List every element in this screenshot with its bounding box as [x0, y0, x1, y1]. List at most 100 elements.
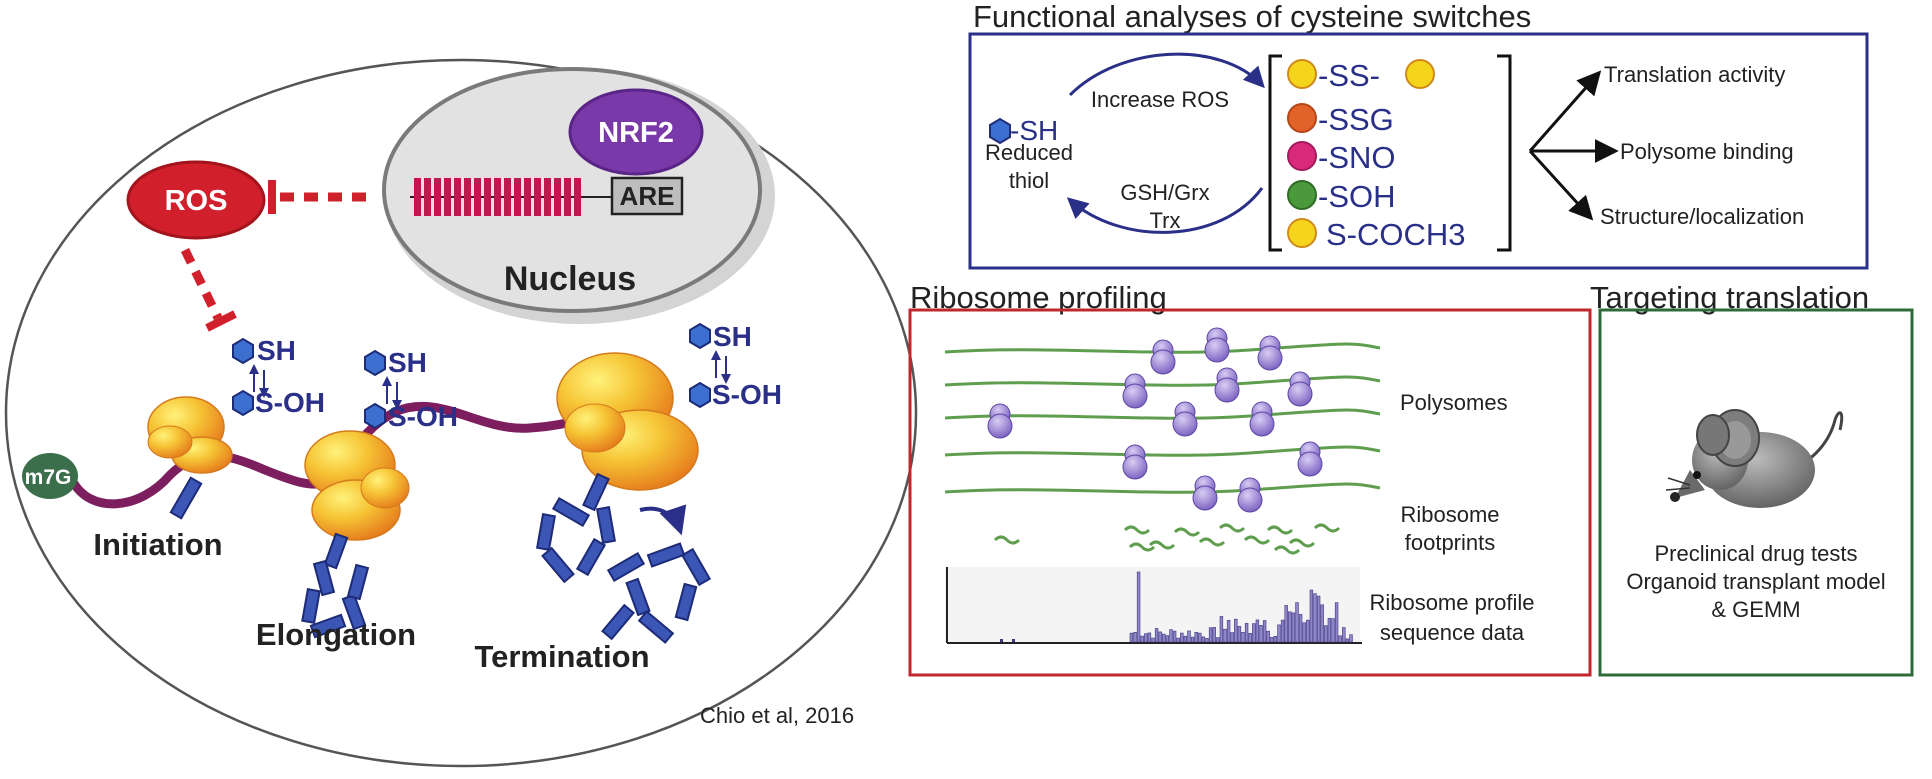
mod-label: -SS-	[1318, 58, 1380, 93]
nrf2-oval	[568, 88, 704, 176]
profile-bar	[1270, 637, 1274, 643]
soh-label: S-OH	[255, 387, 325, 418]
profile-bar	[1338, 635, 1342, 643]
profile-bar	[1295, 602, 1299, 643]
modification-list: -SS- -SSG -SNO -SOH S-COCH3	[1287, 58, 1466, 252]
thiol-hexagon	[989, 117, 1011, 145]
profile-bar	[1241, 631, 1245, 643]
profile-bar	[1194, 631, 1198, 643]
increase-ros-label: Increase ROS	[1091, 87, 1229, 112]
functional-panel: Functional analyses of cysteine switches…	[968, 0, 1869, 270]
profile-bar	[1255, 619, 1260, 643]
profile-bar	[1183, 635, 1188, 643]
outcome-arrow	[1528, 149, 1594, 221]
thiol-sh: -SH	[1010, 115, 1058, 146]
profile-bar	[1154, 628, 1159, 643]
profile-bar	[1129, 632, 1134, 643]
nucleus-label: Nucleus	[504, 260, 636, 298]
mod-label: -SNO	[1318, 140, 1396, 175]
profile-bar	[1277, 624, 1281, 643]
profile-bars	[1000, 571, 1353, 643]
profile-bar	[1158, 631, 1162, 643]
footprints-line2: footprints	[1405, 530, 1496, 555]
mod-label: -SSG	[1318, 102, 1394, 137]
reduction-arrow	[1066, 187, 1264, 234]
profile-bar	[1000, 639, 1003, 642]
functional-title: Functional analyses of cysteine switches	[973, 0, 1531, 34]
profile-bar	[1331, 618, 1335, 643]
profile-bar	[1306, 619, 1310, 643]
increase-ros-arrow	[1068, 52, 1265, 97]
targeting-panel: Targeting translation Preclinical drug t…	[1590, 280, 1914, 677]
profile-bar	[1309, 589, 1314, 643]
mouse-icon	[1665, 409, 1844, 508]
targeting-line1: Preclinical drug tests	[1655, 541, 1858, 566]
reduced-line2: thiol	[1009, 168, 1049, 193]
right-bracket	[1497, 54, 1512, 252]
profile-bar	[1147, 632, 1152, 643]
profile-bar	[1230, 632, 1234, 643]
ribosome-profiling-panel: Ribosome profiling Polysomes	[908, 280, 1592, 677]
footprints-line1: Ribosome	[1400, 502, 1499, 527]
profile-bar	[1327, 618, 1332, 643]
profile-line2: sequence data	[1380, 620, 1525, 645]
outcome-arrow	[1528, 70, 1602, 152]
profile-bar	[1313, 593, 1317, 643]
profile-bar	[1136, 571, 1141, 643]
cys-switch-initiation: SH S-OH	[232, 335, 325, 418]
functional-box	[968, 32, 1869, 270]
profile-bar	[1201, 636, 1206, 643]
nrf2-label: NRF2	[598, 117, 674, 149]
profile-bar	[1198, 632, 1202, 643]
gsh-line2: Trx	[1150, 208, 1181, 233]
left-bracket	[1268, 54, 1282, 252]
profile-bar	[1133, 631, 1137, 643]
reduced-line1: Reduced	[985, 140, 1073, 165]
profile-bar	[1324, 625, 1328, 643]
profile-bar	[1234, 618, 1238, 643]
profile-bar	[1266, 630, 1270, 643]
profile-bar	[1180, 632, 1184, 643]
m7g-cap	[22, 453, 78, 499]
profile-bar	[1244, 623, 1249, 643]
profile-bar	[1291, 612, 1296, 643]
profile-bar	[1012, 639, 1015, 642]
nucleus: Nucleus ARE NRF2	[382, 67, 775, 324]
soh-label: S-OH	[388, 401, 458, 432]
cys-switch-termination: SH S-OH	[689, 321, 782, 410]
ros-oval	[126, 160, 266, 240]
polysome-strands	[944, 342, 1381, 494]
m7g-label: m7G	[25, 466, 72, 489]
profile-bar	[1273, 636, 1278, 643]
outcome-label: Translation activity	[1604, 62, 1785, 87]
termination-ribosome	[535, 352, 712, 644]
profile-bar	[1280, 619, 1285, 643]
profile-bar	[1349, 634, 1353, 643]
profile-bar	[1190, 636, 1195, 643]
soh-label: S-OH	[712, 379, 782, 410]
cell-panel: Nucleus ARE NRF2 ROS	[4, 58, 918, 768]
profile-bar	[1212, 627, 1216, 643]
mod-label: S-COCH3	[1326, 217, 1466, 252]
profile-bar	[1144, 633, 1148, 643]
profile-bar	[1302, 622, 1306, 643]
profile-bar	[1172, 630, 1177, 643]
targeting-line3: & GEMM	[1711, 597, 1800, 622]
profile-bar	[1165, 635, 1170, 643]
targeting-box	[1598, 308, 1914, 677]
profile-bar	[1334, 602, 1339, 643]
profile-bar	[1320, 604, 1324, 643]
profile-bar	[1205, 638, 1209, 643]
are-box	[610, 176, 684, 216]
profile-bar	[1259, 625, 1263, 643]
profile-bar	[1176, 637, 1180, 643]
polysome-ribosomes	[987, 327, 1323, 513]
sh-label: SH	[257, 335, 296, 366]
mod-dot-partner	[1405, 59, 1435, 89]
profile-plot	[945, 567, 1362, 644]
profile-bar	[1252, 623, 1256, 643]
profile-line1: Ribosome profile	[1369, 590, 1534, 615]
profile-bar	[1284, 605, 1288, 643]
profile-bar	[1316, 595, 1321, 643]
